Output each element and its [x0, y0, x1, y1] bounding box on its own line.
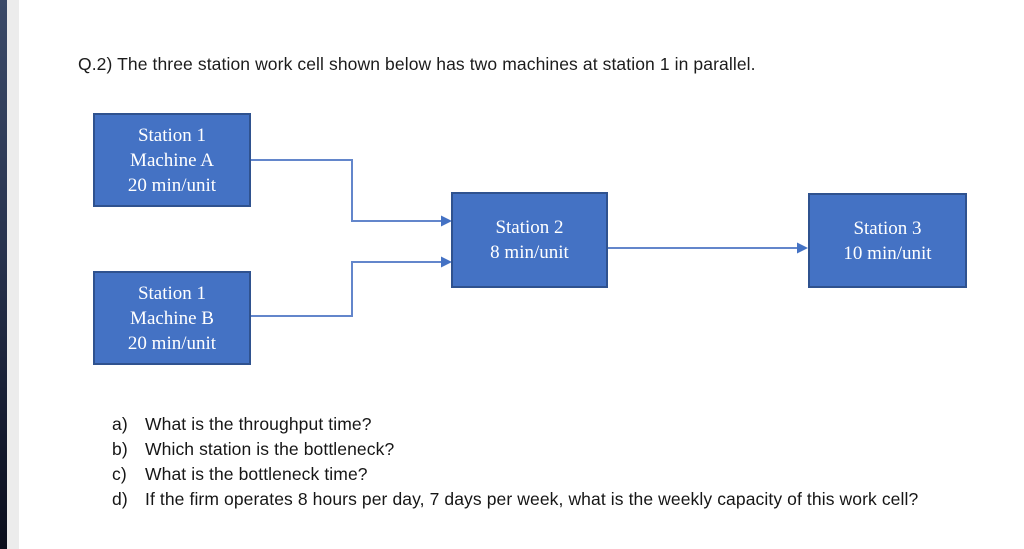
box-line: Station 1 — [137, 124, 207, 146]
box-line: Station 2 — [495, 217, 564, 238]
window-edge-bar — [0, 0, 7, 549]
box-line: Station 1 — [137, 282, 207, 304]
station1-machine-b-box: Station 1 Machine B 20 min/unit — [93, 271, 251, 365]
box-line: Machine B — [130, 307, 214, 329]
question-text: What is the throughput time? — [145, 414, 372, 434]
box-line: 10 min/unit — [843, 242, 932, 264]
box-line: 20 min/unit — [127, 332, 217, 354]
station2-box: Station 2 8 min/unit — [451, 192, 608, 288]
question-label: a) — [112, 414, 128, 434]
arrowhead-station3 — [797, 242, 808, 254]
question-list: a) What is the throughput time? b) Which… — [112, 412, 1012, 512]
question-item-a: a) What is the throughput time? — [112, 412, 1012, 437]
connector-machine-a-to-station2 — [251, 159, 442, 222]
station3-box: Station 3 10 min/unit — [808, 193, 967, 288]
box-line: 20 min/unit — [127, 174, 217, 196]
question-text: If the firm operates 8 hours per day, 7 … — [145, 489, 919, 509]
question-label: d) — [112, 489, 128, 509]
question-label: b) — [112, 439, 128, 459]
station1-machine-a-box: Station 1 Machine A 20 min/unit — [93, 113, 251, 207]
connector-machine-b-to-station2 — [251, 261, 442, 317]
question-label: c) — [112, 464, 127, 484]
question-text: Which station is the bottleneck? — [145, 439, 395, 459]
question-item-d: d) If the firm operates 8 hours per day,… — [112, 487, 1012, 512]
box-line: 8 min/unit — [490, 242, 569, 263]
question-title: Q.2) The three station work cell shown b… — [78, 54, 756, 74]
question-item-c: c) What is the bottleneck time? — [112, 462, 1012, 487]
page-gutter — [7, 0, 19, 549]
question-text: What is the bottleneck time? — [145, 464, 368, 484]
box-line: Station 3 — [853, 217, 922, 239]
box-line: Machine A — [130, 149, 214, 171]
question-item-b: b) Which station is the bottleneck? — [112, 437, 1012, 462]
